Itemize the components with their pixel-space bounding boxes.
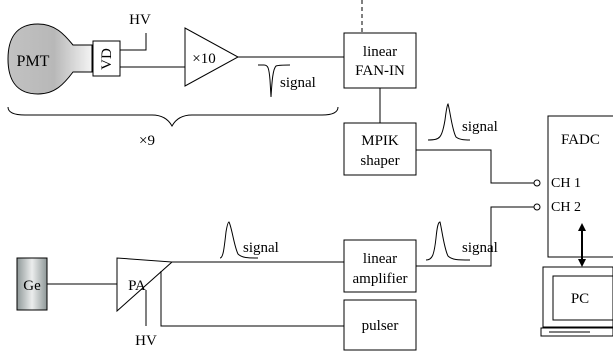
- ge-detector: Ge: [16, 257, 48, 311]
- ch2-label: CH 2: [551, 200, 581, 215]
- hv-top-label: HV: [129, 12, 151, 28]
- linamp-to-ch2-wire: [416, 206, 534, 267]
- linamp-label-1: linear: [363, 251, 397, 267]
- multiplicity-label: ×9: [139, 133, 155, 149]
- pulser-label: pulser: [362, 318, 399, 334]
- pa-signal-pulse: [219, 221, 259, 259]
- hv-top-wire: [120, 33, 147, 51]
- mpik-to-ch1-wire: [416, 149, 534, 184]
- pmt-label: PMT: [17, 53, 50, 70]
- pa-signal-label: signal: [243, 240, 279, 256]
- preamplifier: PA: [116, 257, 174, 313]
- mpik-label-1: MPIK: [361, 133, 399, 149]
- pmt-signal-label: signal: [280, 75, 316, 91]
- ch2-connector: [533, 203, 541, 211]
- hv-bottom-label: HV: [135, 333, 157, 349]
- linamp-signal-label: signal: [462, 240, 498, 256]
- mpik-signal-pulse: [427, 103, 471, 141]
- mpik-signal-label: signal: [462, 119, 498, 135]
- pulser-box: pulser: [343, 299, 417, 351]
- linamp-label-2: amplifier: [353, 271, 408, 287]
- pa-to-pulser-wire: [160, 271, 344, 327]
- x10-amplifier: ×10: [184, 27, 240, 87]
- fanin-label-2: FAN-IN: [355, 63, 405, 79]
- fanin-box: linear FAN-IN: [343, 32, 417, 89]
- pmt-signal-pulse: [258, 64, 291, 98]
- mpik-shaper-box: MPIK shaper: [343, 122, 417, 176]
- mpik-label-2: shaper: [360, 153, 399, 169]
- linamp-signal-pulse: [425, 221, 471, 261]
- pc-label: PC: [571, 291, 589, 307]
- fadc-box: FADC CH 1 CH 2: [533, 115, 613, 258]
- linear-amplifier-box: linear amplifier: [343, 239, 417, 293]
- vd-label: VD: [99, 48, 115, 70]
- fadc-label: FADC: [561, 132, 600, 148]
- multiplicity-brace: [7, 106, 339, 128]
- pmt-tube: PMT: [7, 23, 93, 95]
- fanin-label-1: linear: [363, 44, 397, 60]
- ge-label: Ge: [23, 278, 41, 294]
- ch1-connector: [533, 179, 541, 187]
- pc-computer: PC: [540, 266, 613, 337]
- pa-label: PA: [128, 278, 146, 294]
- x10-label: ×10: [192, 51, 215, 67]
- voltage-divider: VD: [92, 40, 121, 77]
- ch1-label: CH 1: [551, 176, 581, 191]
